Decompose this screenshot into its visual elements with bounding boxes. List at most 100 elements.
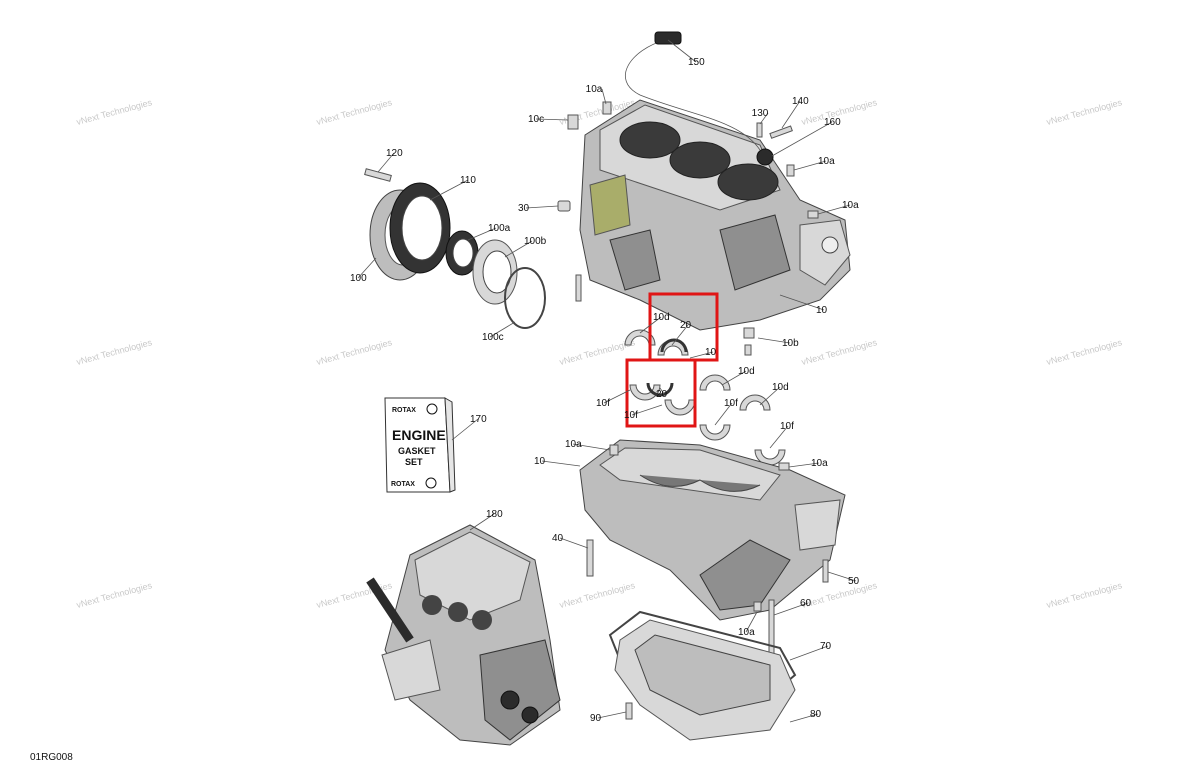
watermark-text: vNext Technologies — [315, 337, 393, 367]
stud-130[interactable] — [756, 122, 763, 138]
kit-brand-top: ROTAX — [392, 407, 416, 414]
watermark-text: vNext Technologies — [315, 97, 393, 127]
callout-c150: 150 — [688, 57, 705, 68]
leader-c140 — [781, 100, 801, 129]
plug-30[interactable] — [557, 200, 571, 212]
callout-c10a-r1: 10a — [818, 156, 835, 167]
watermark-text: vNext Technologies — [1045, 580, 1123, 610]
gasket-110[interactable] — [389, 182, 451, 274]
leader-c10f-3 — [714, 402, 733, 426]
dowel-10b[interactable] — [743, 327, 755, 356]
leader-c110 — [429, 179, 469, 201]
leader-c130 — [759, 112, 769, 125]
leader-c10f-1 — [603, 389, 631, 404]
circlip-100c[interactable] — [504, 267, 546, 329]
leader-c10f-2 — [631, 404, 663, 416]
leader-c150 — [667, 39, 697, 63]
leader-c90 — [597, 711, 627, 719]
stud-10-upper[interactable] — [575, 274, 582, 302]
leader-c10d-2 — [721, 370, 747, 386]
dowel-10a-l[interactable] — [609, 444, 619, 456]
callout-c10d-3: 10d — [772, 382, 789, 393]
callout-c20-1: 20 — [680, 320, 692, 331]
callout-c20-2: 20 — [656, 389, 668, 400]
callout-c10b: 10b — [782, 338, 799, 349]
callout-c140: 140 — [792, 96, 809, 107]
callout-c10c: 10c — [528, 114, 544, 125]
bolt-50[interactable] — [822, 559, 829, 583]
watermark-text: vNext Technologies — [800, 337, 878, 367]
callout-c10-lower: 10 — [534, 456, 546, 467]
lower-crankcase[interactable] — [579, 439, 846, 621]
bolt-120[interactable] — [364, 168, 392, 182]
dowel-10a-r2[interactable] — [807, 210, 819, 219]
leader-c20-2 — [659, 387, 665, 395]
bolt-40[interactable] — [586, 539, 594, 577]
leader-c10a-b — [745, 611, 758, 633]
leader-c170 — [451, 418, 479, 441]
watermark-text: vNext Technologies — [75, 97, 153, 127]
kit-title-line2: GASKET — [398, 446, 436, 456]
gasket-kit-card-170[interactable]: ROTAX ENGINE GASKET SET ROTAX — [384, 397, 456, 493]
leader-c10-lower — [541, 460, 581, 467]
highlight-thrust-washer-lower — [625, 358, 697, 428]
upper-crankcase[interactable] — [579, 99, 851, 331]
bearing-shells[interactable] — [624, 329, 786, 466]
callout-c30: 30 — [518, 203, 530, 214]
callout-c10-mid: 10 — [705, 347, 717, 358]
dowel-10a-r1[interactable] — [786, 164, 795, 177]
callout-c10f-1: 10f — [596, 398, 610, 409]
callout-c10a-b: 10a — [738, 627, 755, 638]
dowel-10a-r3[interactable] — [778, 462, 790, 471]
kit-brand-bottom: ROTAX — [391, 481, 415, 488]
oil-pan-80[interactable] — [614, 619, 796, 741]
leader-c50 — [827, 571, 857, 582]
callout-c10d-2: 10d — [738, 366, 755, 377]
callout-c10a-top: 10a — [586, 84, 603, 95]
knock-sensor-harness[interactable] — [625, 31, 774, 166]
callout-c80: 80 — [810, 709, 822, 720]
leader-c10a-r1 — [793, 160, 827, 171]
callout-c100c: 100c — [482, 332, 504, 343]
dowel-10a-b[interactable] — [753, 601, 762, 612]
leader-c100 — [357, 257, 377, 279]
callout-c10f-3: 10f — [724, 398, 738, 409]
leader-c100b — [504, 240, 533, 258]
leader-c10c — [535, 118, 569, 121]
leader-c70 — [789, 645, 829, 661]
bearing-100b[interactable] — [472, 239, 518, 305]
leader-c10b — [757, 337, 791, 344]
leader-c180 — [469, 513, 495, 531]
leader-c10-upper — [779, 294, 825, 311]
leader-c30 — [525, 205, 559, 209]
callout-c130: 130 — [752, 108, 769, 119]
watermark-text: vNext Technologies — [800, 580, 878, 610]
dowel-10a-top[interactable] — [602, 101, 612, 115]
leader-c10a-r2 — [817, 204, 851, 215]
seal-100a[interactable] — [445, 230, 479, 276]
leader-c120 — [377, 152, 395, 173]
callout-c100a: 100a — [488, 223, 511, 234]
drain-plug-90[interactable] — [625, 702, 633, 720]
callout-c10a-r3: 10a — [811, 458, 828, 469]
callout-c120: 120 — [386, 148, 403, 159]
bolt-140[interactable] — [769, 125, 793, 139]
callout-c100b: 100b — [524, 236, 547, 247]
leader-c20-1 — [671, 324, 689, 346]
callout-c90: 90 — [590, 713, 602, 724]
callout-c10f-2: 10f — [624, 410, 638, 421]
watermark-text: vNext Technologies — [558, 580, 636, 610]
callout-c70: 70 — [820, 641, 832, 652]
callout-c160: 160 — [824, 117, 841, 128]
watermark-text: vNext Technologies — [75, 580, 153, 610]
dowel-10c[interactable] — [567, 114, 579, 130]
callout-c40: 40 — [552, 533, 564, 544]
leader-c40 — [559, 537, 589, 549]
engine-assembly-180[interactable] — [366, 524, 561, 746]
leader-c10a-l — [572, 443, 611, 451]
figure-id: 01RG008 — [30, 752, 73, 763]
leader-c10a-r3 — [788, 462, 820, 468]
leader-c10d-3 — [759, 386, 781, 406]
leader-c100c — [489, 321, 516, 338]
